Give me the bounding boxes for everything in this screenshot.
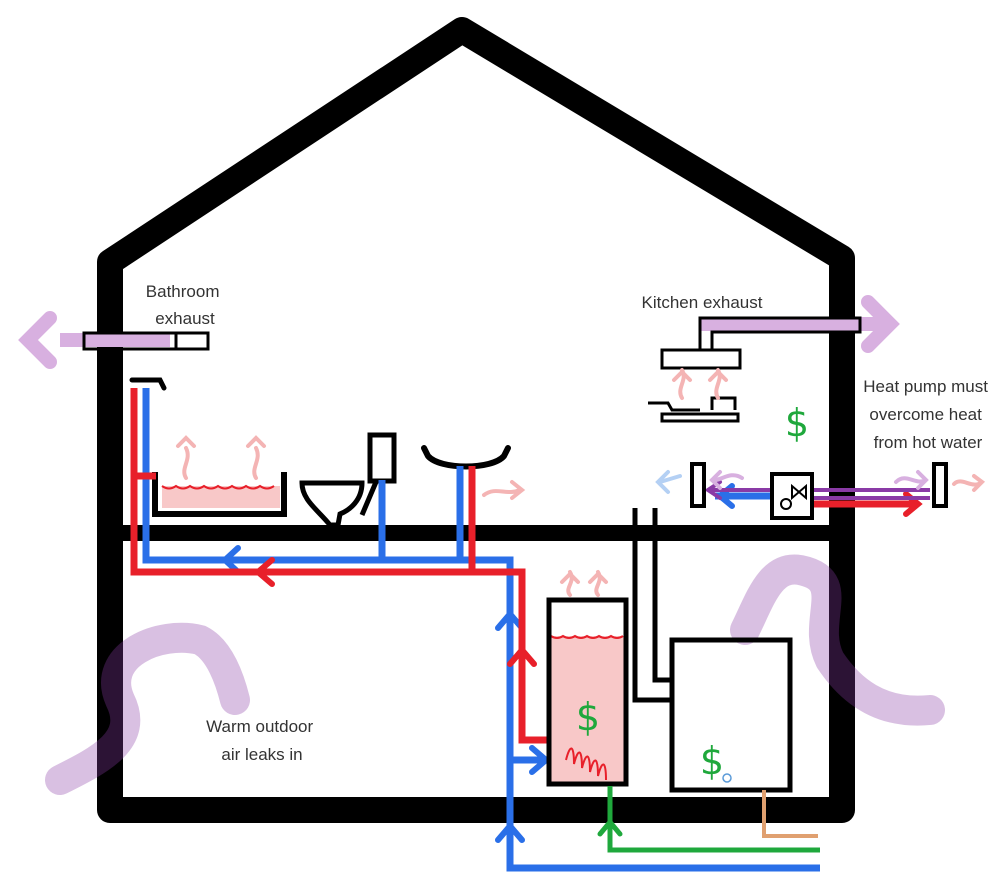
kitchen-exhaust-duct xyxy=(698,316,862,350)
pilot-flame-icon xyxy=(722,773,732,783)
hot-water-pipes xyxy=(130,388,918,744)
bathroom-exhaust-label: Bathroom exhaust xyxy=(146,282,224,328)
furnace xyxy=(632,508,793,793)
heat-pump xyxy=(655,462,986,520)
outdoor-air-label: Warm outdoor air leaks in xyxy=(206,717,318,764)
bathtub xyxy=(129,377,287,517)
refrigerant-flow-arrow-left xyxy=(709,470,744,490)
refrigerant-flow-arrow-right xyxy=(894,470,929,490)
range-hood xyxy=(660,348,742,370)
heating-element xyxy=(565,747,607,781)
toilet-tank xyxy=(367,432,397,484)
cost-marker-kitchen: $ xyxy=(785,401,809,445)
gas-line xyxy=(597,786,820,853)
furnace-cabinet xyxy=(669,637,793,793)
outdoor-heat-rejection-arrow xyxy=(952,474,986,492)
cold-water-pipes xyxy=(142,388,820,872)
kitchen-exhaust xyxy=(648,295,900,423)
outdoor-air-leak-arrows xyxy=(45,554,945,795)
heat-pump-note: Heat pump must overcome heat from hot wa… xyxy=(863,377,992,452)
sink xyxy=(421,445,511,470)
house-outline xyxy=(97,17,855,823)
bathtub-faucet xyxy=(129,377,167,391)
refrigerant-line xyxy=(708,488,930,500)
indoor-unit xyxy=(690,462,706,508)
bathtub-water xyxy=(162,486,280,508)
heat-rising-arrows xyxy=(176,368,728,597)
kitchen-exhaust-label: Kitchen exhaust xyxy=(642,293,763,312)
air-leak-arrow-left xyxy=(45,622,250,795)
compressor-box xyxy=(770,472,814,520)
water-heater-tank xyxy=(546,597,629,787)
bathroom-exhaust xyxy=(18,311,210,369)
compressor-icon xyxy=(780,498,792,510)
cost-marker-furnace: $ xyxy=(700,739,724,783)
expansion-valve-icon xyxy=(791,483,807,501)
water-heater xyxy=(546,597,629,787)
stove xyxy=(648,396,740,423)
outdoor-unit xyxy=(932,462,948,508)
bathroom-exhaust-duct xyxy=(82,331,210,351)
air-leak-arrow-right xyxy=(730,554,945,726)
house-walls-roof xyxy=(97,17,855,823)
cost-marker-water-heater: $ xyxy=(576,695,600,739)
furnace-flue xyxy=(632,508,672,703)
indoor-air-flow-arrow xyxy=(655,470,682,494)
toilet-bowl xyxy=(299,480,365,528)
condensate-line xyxy=(762,790,818,838)
